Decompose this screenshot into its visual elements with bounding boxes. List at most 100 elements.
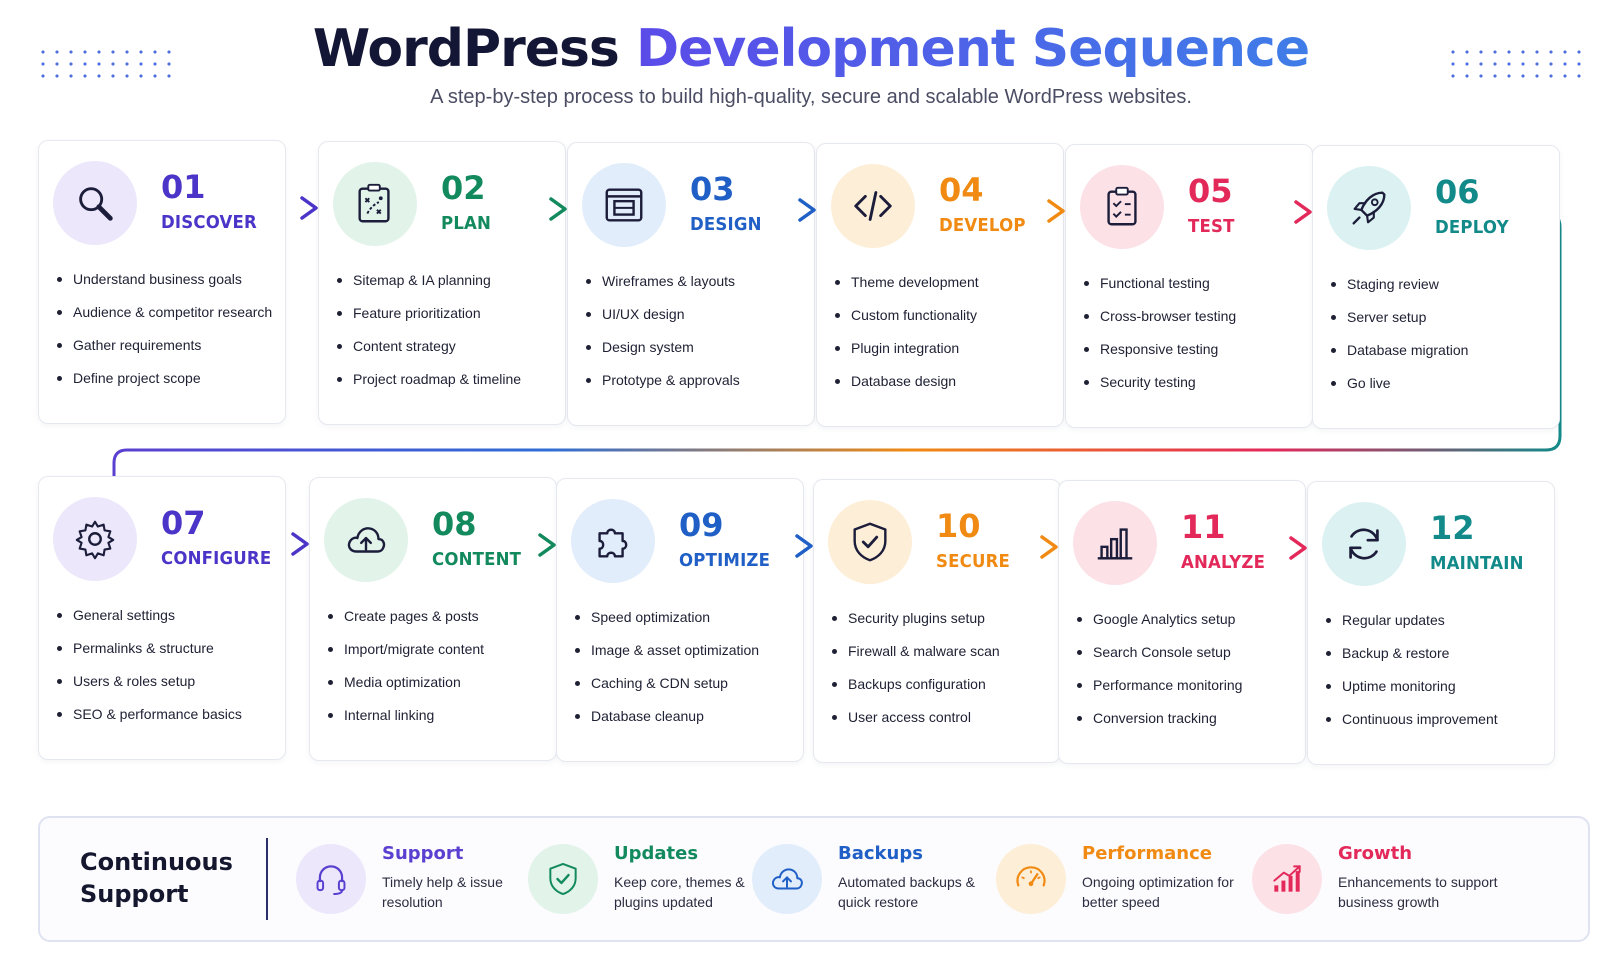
code-icon bbox=[854, 191, 892, 221]
step-number: 05 bbox=[1188, 172, 1233, 210]
step-task-item: Image & asset optimization bbox=[573, 640, 797, 673]
step-task-item: Responsive testing bbox=[1082, 339, 1306, 372]
step-task-item: Media optimization bbox=[326, 672, 550, 705]
step-task-item: Security testing bbox=[1082, 372, 1306, 405]
shield-check-icon bbox=[853, 522, 887, 562]
step-label: SECURE bbox=[936, 551, 1011, 572]
step-task-item: Feature prioritization bbox=[335, 303, 559, 336]
step-number: 09 bbox=[679, 506, 724, 544]
step-label: DEPLOY bbox=[1435, 217, 1509, 238]
support-item-name: Support bbox=[382, 843, 464, 864]
step-icon-circle bbox=[571, 499, 655, 583]
step-task-item: Cross-browser testing bbox=[1082, 306, 1306, 339]
decorative-dots-left bbox=[36, 46, 176, 84]
support-item-desc: Automated backups & quick restore bbox=[838, 874, 975, 910]
step-task-item: Project roadmap & timeline bbox=[335, 369, 559, 402]
step-number: 04 bbox=[939, 171, 984, 209]
step-label: CONFIGURE bbox=[161, 548, 272, 569]
step-task-item: Database migration bbox=[1329, 340, 1553, 373]
step-label: TEST bbox=[1188, 216, 1235, 237]
step-task-item: Backups configuration bbox=[830, 674, 1054, 707]
step-number: 02 bbox=[441, 169, 486, 207]
step-arrow bbox=[246, 532, 309, 556]
bar-chart-icon bbox=[1097, 528, 1133, 560]
step-task-item: Regular updates bbox=[1324, 610, 1548, 643]
step-arrow bbox=[526, 197, 567, 221]
step-icon-circle bbox=[831, 164, 915, 248]
step-arrow bbox=[1266, 536, 1307, 560]
step-task-item: Functional testing bbox=[1082, 273, 1306, 306]
step-task-item: Database design bbox=[833, 371, 1057, 404]
headset-icon bbox=[316, 865, 346, 896]
step-task-item: Uptime monitoring bbox=[1324, 676, 1548, 709]
step-task-item: Prototype & approvals bbox=[584, 370, 808, 403]
step-task-item: Create pages & posts bbox=[326, 606, 550, 639]
step-icon-circle bbox=[324, 498, 408, 582]
layout-icon bbox=[605, 188, 643, 222]
step-task-item: Audience & competitor research bbox=[55, 302, 279, 335]
step-label: PLAN bbox=[441, 213, 492, 234]
cloud-upload-icon bbox=[771, 868, 803, 890]
step-task-item: Plugin integration bbox=[833, 338, 1057, 371]
step-task-item: Understand business goals bbox=[55, 269, 279, 302]
step-task-item: Internal linking bbox=[326, 705, 550, 738]
step-task-item: Import/migrate content bbox=[326, 639, 550, 672]
step-number: 08 bbox=[432, 505, 477, 543]
step-icon-circle bbox=[582, 163, 666, 247]
step-task-item: SEO & performance basics bbox=[55, 704, 279, 737]
rocket-icon bbox=[1352, 191, 1386, 225]
decorative-dots-right bbox=[1446, 46, 1586, 84]
support-item-desc: Keep core, themes & plugins updated bbox=[614, 874, 745, 910]
page-title: WordPress Development Sequence bbox=[0, 14, 1622, 84]
step-number: 07 bbox=[161, 504, 206, 542]
step-task-item: Define project scope bbox=[55, 368, 279, 401]
refresh-icon bbox=[1349, 528, 1379, 560]
step-task-item: Permalinks & structure bbox=[55, 638, 279, 671]
support-divider bbox=[266, 838, 268, 920]
support-icon-circle bbox=[528, 844, 598, 914]
step-arrow bbox=[1021, 535, 1058, 559]
step-task-item: Backup & restore bbox=[1324, 643, 1548, 676]
puzzle-icon bbox=[598, 528, 628, 558]
step-label: OPTIMIZE bbox=[679, 550, 771, 571]
support-item-desc: Timely help & issue resolution bbox=[382, 874, 503, 910]
step-task-item: Theme development bbox=[833, 272, 1057, 305]
step-arrow bbox=[775, 198, 816, 222]
step-icon-circle bbox=[1073, 501, 1157, 585]
support-icon-circle bbox=[296, 844, 366, 914]
gear-icon bbox=[75, 520, 115, 560]
step-icon-circle bbox=[1080, 165, 1164, 249]
step-task-item: Server setup bbox=[1329, 307, 1553, 340]
step-task-item: General settings bbox=[55, 605, 279, 638]
step-icon-circle bbox=[53, 161, 137, 245]
step-number: 12 bbox=[1430, 509, 1475, 547]
support-item-name: Growth bbox=[1338, 843, 1413, 864]
step-task-item: UI/UX design bbox=[584, 304, 808, 337]
support-title: Continuous Support bbox=[80, 848, 233, 908]
step-task-item: Database cleanup bbox=[573, 706, 797, 739]
growth-chart-icon bbox=[1273, 865, 1301, 892]
step-icon-circle bbox=[333, 162, 417, 246]
support-item-name: Performance bbox=[1082, 843, 1212, 864]
support-icon-circle bbox=[996, 844, 1066, 914]
step-task-item: Design system bbox=[584, 337, 808, 370]
step-arrow bbox=[764, 534, 813, 558]
clipboard-check-icon bbox=[1107, 186, 1137, 226]
